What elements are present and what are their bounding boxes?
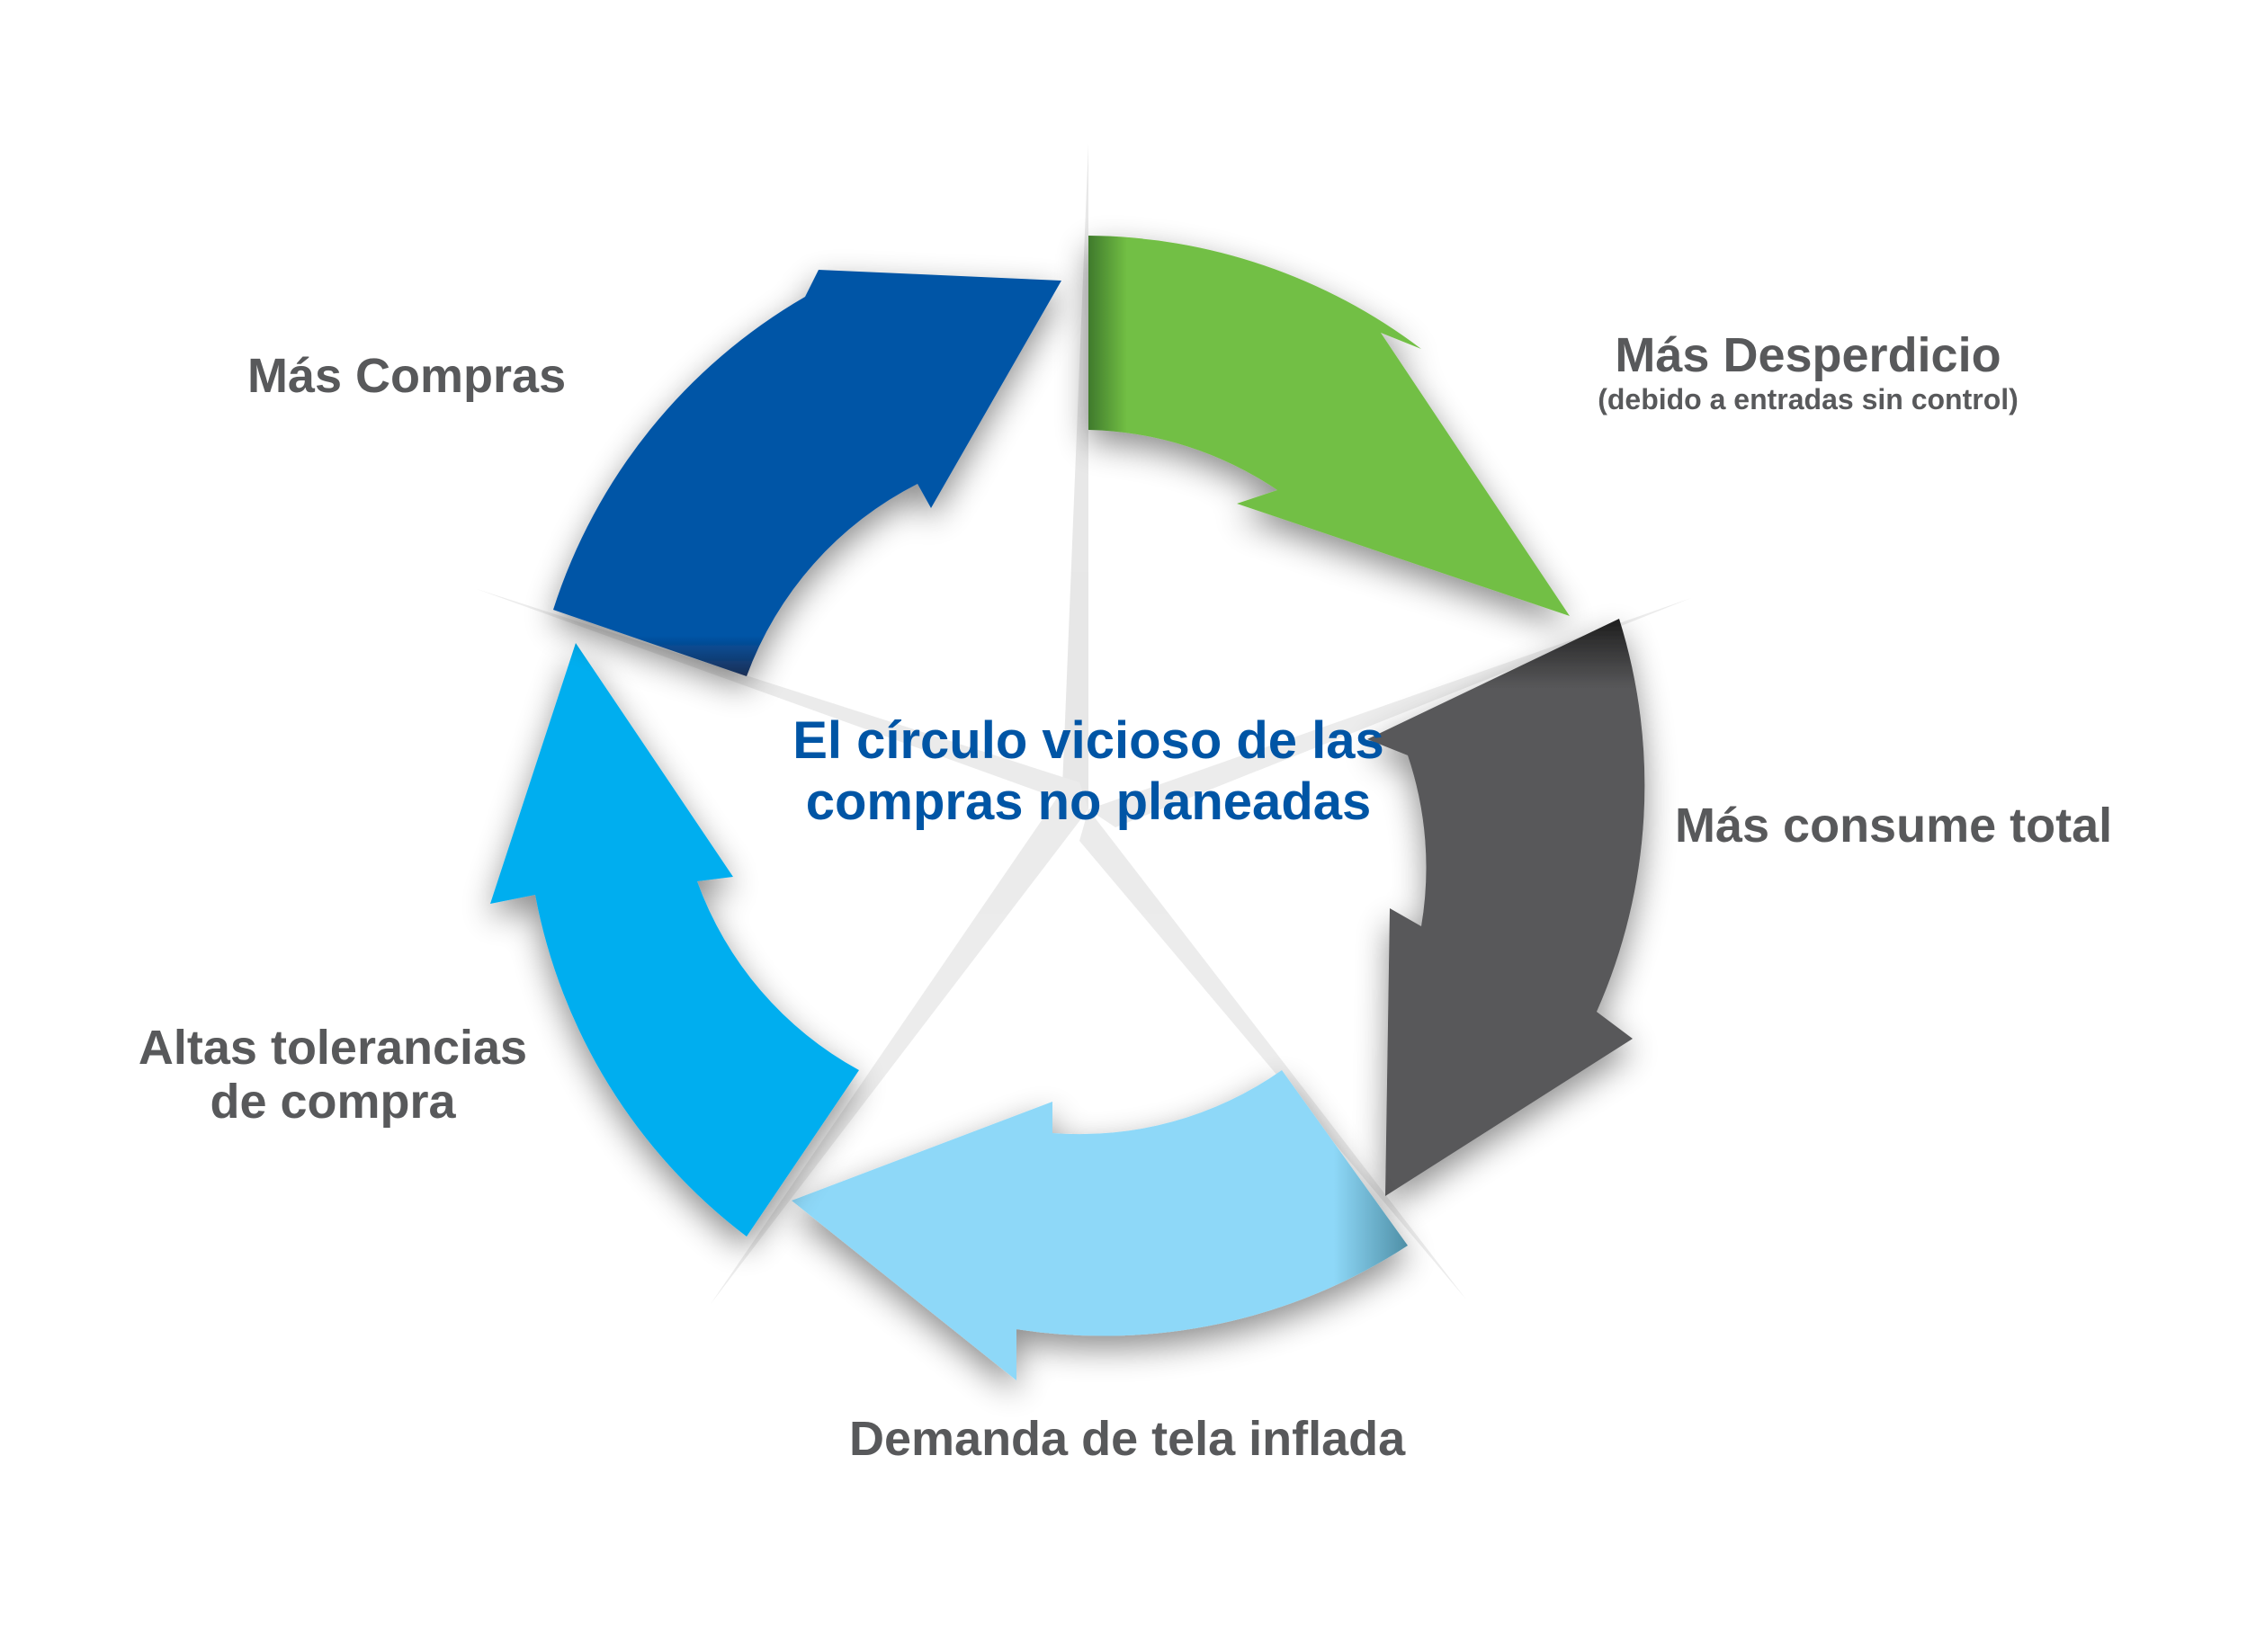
arrow-demanda-tela-inflada — [792, 1070, 1408, 1380]
shadow-wedges — [477, 144, 1691, 1304]
step-title-line-1: Altas tolerancias — [138, 1021, 528, 1075]
step-label-mas-consume-total: Más consume total — [1675, 799, 2112, 853]
step-title: Más Compras — [247, 349, 567, 403]
clockwise-arrow-icon — [490, 643, 859, 1237]
arrow-mas-desperdicio — [1088, 236, 1570, 616]
arrow-mas-consume-total — [1367, 619, 1645, 1196]
step-title: Más Desperdicio — [1615, 328, 2001, 382]
step-label-demanda-tela-inflada: Demanda de tela inflada — [849, 1412, 1405, 1466]
clockwise-arrow-icon — [792, 1070, 1408, 1380]
clockwise-arrow-icon — [1088, 236, 1570, 616]
diagram-title-line-2: compras no planeadas — [805, 772, 1372, 831]
diagram-title: El círculo vicioso de las compras no pla… — [684, 710, 1493, 833]
arrow-mas-compras — [553, 270, 1061, 676]
step-title-line-2: de compra — [210, 1075, 456, 1129]
step-label-mas-compras: Más Compras — [247, 349, 566, 403]
clockwise-arrow-icon — [553, 270, 1061, 676]
step-title: Demanda de tela inflada — [849, 1412, 1406, 1466]
step-label-mas-desperdicio: Más Desperdicio (debido a entradas sin c… — [1565, 328, 2051, 416]
step-subtitle: (debido a entradas sin control) — [1598, 383, 2019, 415]
clockwise-arrow-icon — [1367, 619, 1645, 1196]
diagram-title-line-1: El círculo vicioso de las — [792, 711, 1384, 770]
step-label-altas-tolerancias: Altas tolerancias de compra — [117, 1021, 549, 1129]
step-title: Más consume total — [1675, 799, 2113, 853]
arrow-altas-tolerancias — [490, 643, 859, 1237]
